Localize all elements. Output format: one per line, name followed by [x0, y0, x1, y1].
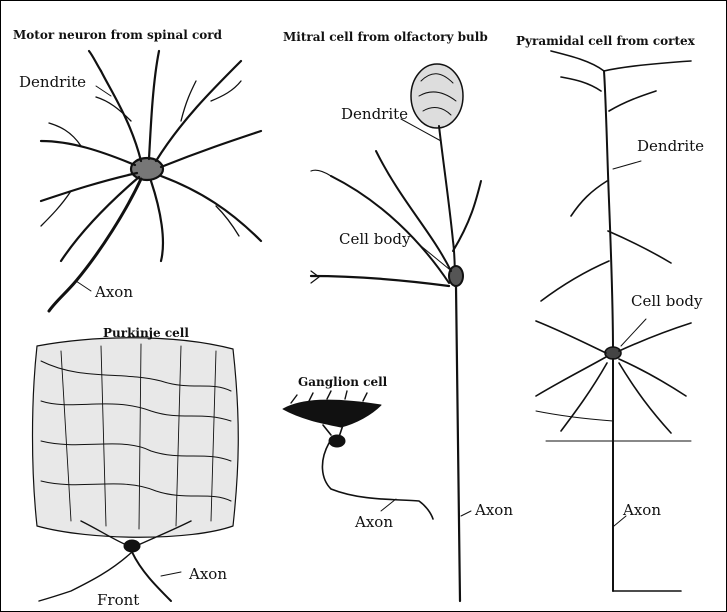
ganglion-axon-label: Axon	[355, 513, 393, 531]
pyramidal-cell-body-label: Cell body	[631, 292, 702, 310]
motor-neuron-title: Motor neuron from spinal cord	[13, 28, 222, 42]
ganglion-axon-pointer	[381, 499, 396, 511]
pyramidal-dendrite-label: Dendrite	[637, 137, 704, 155]
mitral-cell-drawing	[311, 64, 481, 601]
pyramidal-cell-body-pointer	[621, 319, 646, 346]
purkinje-axon-pointer	[161, 572, 181, 576]
pyramidal-axon-label: Axon	[623, 501, 661, 519]
mitral-axon-label: Axon	[475, 501, 513, 519]
purkinje-cell-drawing	[33, 338, 239, 601]
ganglion-cell-drawing	[283, 391, 433, 519]
purkinje-front-label: Front	[97, 591, 139, 609]
purkinje-cell-title: Purkinje cell	[103, 326, 189, 340]
mitral-dendrite-label: Dendrite	[341, 105, 408, 123]
mitral-cell-body-label: Cell body	[339, 230, 410, 248]
ganglion-cell-title: Ganglion cell	[298, 375, 387, 389]
pyramidal-dendrite-pointer	[613, 161, 641, 169]
mitral-cell-body-pointer	[421, 246, 449, 269]
mitral-cell-title: Mitral cell from olfactory bulb	[283, 30, 488, 44]
pyramidal-cell-drawing	[536, 51, 691, 591]
motor-dendrite-label: Dendrite	[19, 73, 86, 91]
purkinje-axon-label: Axon	[189, 565, 227, 583]
motor-axon-pointer	[76, 281, 91, 291]
mitral-axon-pointer	[461, 511, 471, 516]
motor-axon-label: Axon	[95, 283, 133, 301]
pyramidal-cell-title: Pyramidal cell from cortex	[516, 34, 695, 48]
